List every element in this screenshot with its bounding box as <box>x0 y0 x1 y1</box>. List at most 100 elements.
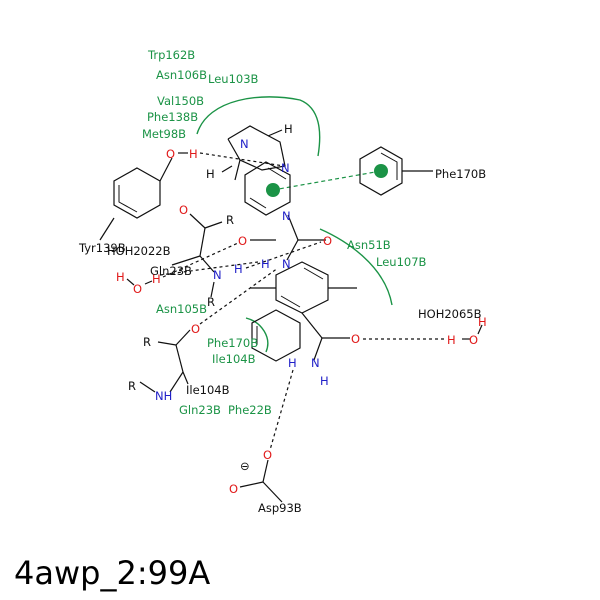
atom-n-ligand: N <box>282 257 291 271</box>
residue-label-asn105: Asn105B <box>156 302 207 316</box>
asp93-bond-3 <box>262 481 283 503</box>
atom-h-tyr139: H <box>189 147 198 161</box>
ligand-ring-central-d1 <box>267 167 287 180</box>
atom-n-backbone: N <box>213 268 222 282</box>
asp93-bond-2 <box>239 481 264 488</box>
atom-r-c: R <box>143 335 151 349</box>
ligand-ring-central <box>244 161 291 216</box>
ligand-ring-bottom <box>251 309 301 362</box>
atom-h-hoh2065-1: H <box>447 333 456 347</box>
ligand-ring-lower-d1 <box>303 267 324 280</box>
atom-o-asp93-1: O <box>263 448 272 462</box>
atom-n-amide: N <box>311 356 320 370</box>
atom-h-hoh2022-2: H <box>152 272 161 286</box>
residue-label-met98: Met98B <box>142 127 186 141</box>
residue-label-leu107: Leu107B <box>376 255 427 269</box>
hoh2022-bond-1 <box>126 278 135 286</box>
atom-h-amide: H <box>288 356 297 370</box>
ligand-ring-lower-d2 <box>280 295 301 308</box>
hbond-hoh2022-2 <box>159 261 259 276</box>
ligand-cage-h2 <box>221 165 233 173</box>
ligand-cage-h1 <box>267 129 283 137</box>
atom-n-cage: N <box>240 137 249 151</box>
residue-label-gln23-hydrophobic: Gln23B <box>179 403 221 417</box>
hydrophobic-arc-right <box>319 228 393 306</box>
atom-h-hoh2022-1: H <box>116 270 125 284</box>
atom-h-hoh2065-2: H <box>478 315 487 329</box>
residue-label-leu103: Leu103B <box>208 72 259 86</box>
ligand-ring-central-d2 <box>249 197 267 209</box>
phe170-ring <box>359 146 403 196</box>
hbond-asn105 <box>199 267 279 325</box>
atom-h-cage-right: H <box>284 122 293 136</box>
ligand-linker-3 <box>286 239 299 261</box>
partner-label-ile104: Ile104B <box>186 383 230 397</box>
residue-label-val150: Val150B <box>157 94 204 108</box>
phe170-ring-inner <box>380 152 398 180</box>
ligand-linker-1 <box>287 214 299 241</box>
atom-nh-ile104: NH <box>155 389 172 403</box>
hbond-hoh2022-1 <box>162 242 239 278</box>
pi-centroid-phe170 <box>374 164 388 178</box>
residue-label-asn51: Asn51B <box>347 238 391 252</box>
atom-o-tyr139: O <box>166 147 175 161</box>
atom-h-backbone: H <box>234 262 243 276</box>
partner-label-asp93: Asp93B <box>258 501 302 515</box>
atom-r-d: R <box>128 379 136 393</box>
atom-o-hoh2022: O <box>133 282 142 296</box>
backbone-b-6 <box>139 381 156 393</box>
residue-label-phe22: Phe22B <box>228 403 272 417</box>
backbone-b-1 <box>157 341 177 346</box>
atom-h-amide-2: H <box>320 374 329 388</box>
atom-o-hoh2065: O <box>469 333 478 347</box>
atom-o-linker-right: O <box>323 234 332 248</box>
asp93-bond-1 <box>262 459 269 483</box>
residue-label-trp162: Trp162B <box>147 48 195 62</box>
partner-label-gln23: Gln23B <box>150 264 192 278</box>
atom-o-asp93-2: O <box>229 482 238 496</box>
pi-stacking-line <box>272 170 382 191</box>
pi-centroid-ligand <box>266 183 280 197</box>
ligand-amide-1 <box>301 312 323 339</box>
tyr139-ring <box>113 167 161 219</box>
partner-label-hoh2065: HOH2065B <box>418 307 482 321</box>
partner-label-tyr139: Tyr139B <box>78 241 126 255</box>
hydrophobic-arc-small <box>245 317 269 353</box>
atom-n-ring-top: N <box>281 161 290 175</box>
atom-o-asn105: O <box>191 322 200 336</box>
tyr139-oh-bond <box>159 157 173 182</box>
atom-n-ring-bottom: N <box>282 209 291 223</box>
residue-label-ile104-hydrophobic: Ile104B <box>212 352 256 366</box>
backbone-b-2 <box>175 329 191 346</box>
residue-label-phe170-hydrophobic: Phe170B <box>207 336 258 350</box>
tyr139-ring-inner <box>118 185 138 213</box>
atom-o-linker-left: O <box>238 234 247 248</box>
ligand-amide-3 <box>313 337 323 361</box>
charge-minus-asp93: ⊖ <box>240 459 250 473</box>
residue-label-asn106: Asn106B <box>156 68 207 82</box>
hoh2022-bond-2 <box>144 280 153 285</box>
hbond-asp93 <box>269 369 294 451</box>
backbone-a-4 <box>171 255 201 266</box>
backbone-a-2 <box>204 221 223 229</box>
ligand-cage-bridge <box>234 159 241 181</box>
backbone-b-5 <box>182 371 189 385</box>
partner-label-hoh2022: HOH2022B <box>107 244 171 258</box>
atom-r-a: R <box>226 213 234 227</box>
backbone-b-3 <box>175 344 184 373</box>
residue-label-phe138: Phe138B <box>147 110 198 124</box>
hbond-gln23 <box>245 241 322 269</box>
atom-o-carbonyl-a: O <box>179 203 188 217</box>
hoh2065-bond-2 <box>477 324 483 335</box>
hbond-tyr139 <box>199 152 285 167</box>
partner-label-phe170: Phe170B <box>435 167 486 181</box>
atom-o-amide: O <box>351 332 360 346</box>
backbone-a-3 <box>199 227 206 257</box>
atom-r-b: R <box>207 295 215 309</box>
atom-h-ligand: H <box>261 257 270 271</box>
hydrophobic-arc-top <box>196 96 321 157</box>
backbone-a-1 <box>189 213 206 229</box>
atom-h-cage-left: H <box>206 167 215 181</box>
